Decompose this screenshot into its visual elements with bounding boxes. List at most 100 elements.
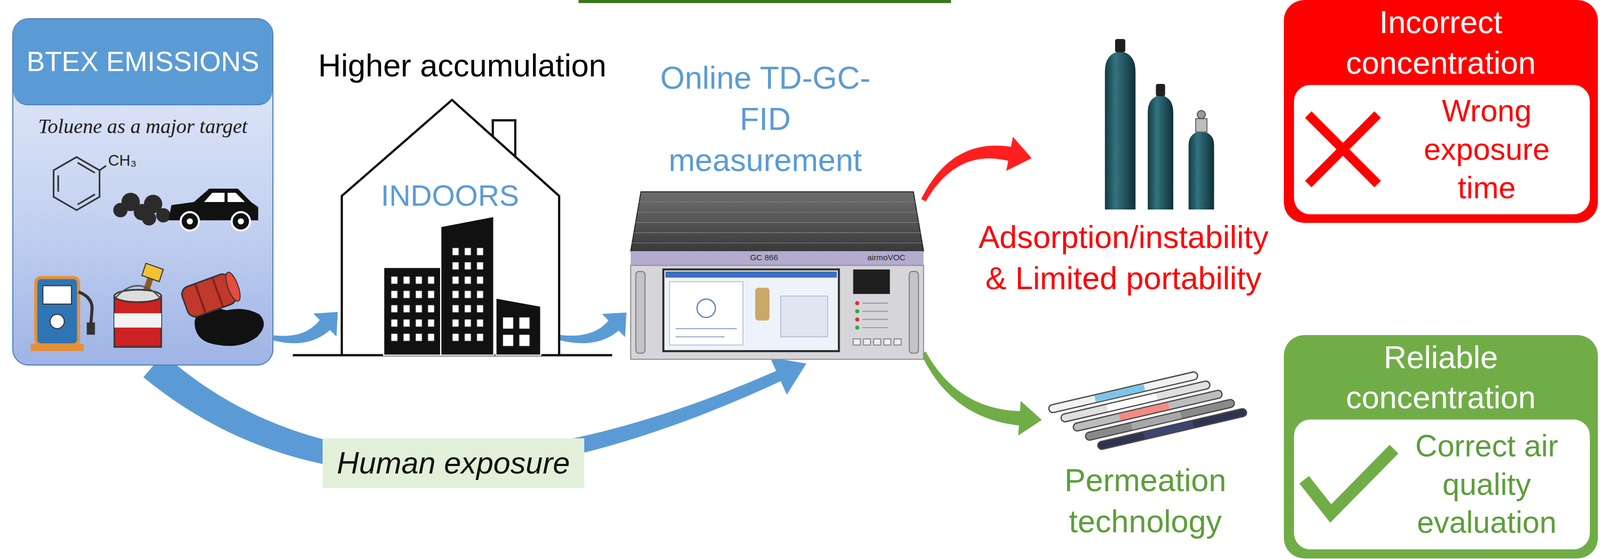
gc-instrument-illustration [669,281,743,345]
city-buildings [440,216,494,356]
city-buildings [388,273,438,345]
toluene-structure [53,157,100,210]
gas-cylinders-illustration [1104,51,1136,210]
gc-instrument-illustration [665,271,837,278]
house-node: Higher accumulationINDOORS [341,99,560,356]
car-icon [180,212,199,231]
fuel-pump-icon [78,291,92,325]
gas-cylinders-illustration [1195,118,1207,132]
node-caption: Permeation technology [1040,459,1251,542]
tube-bodies [1089,403,1231,436]
toluene-structure [99,165,106,171]
gc-instrument-illustration [855,309,860,314]
reliable-panel: Reliable concentration Correct air quali… [1283,334,1599,559]
paint-can-icon [115,285,161,298]
tube-membranes [1119,405,1170,417]
tube-membranes [1107,396,1157,408]
gas-cylinders-illustration [1115,38,1126,53]
fuel-pump-icon [30,343,84,351]
node-illustration [341,99,560,356]
panel-heading: Reliable concentration [1303,336,1579,419]
gc-instrument-illustration [631,201,923,243]
label-holder: airmoVOC [867,253,906,263]
fuel-pump-icon [42,285,72,304]
text-holder: Reliable concentration [1283,334,1599,418]
smoke-icon [155,208,171,223]
oil-barrel-icon [179,269,264,346]
label-holder: GC 866 [749,253,779,263]
gas-cylinders-illustration [1104,38,1214,210]
toluene-structure [57,175,59,192]
gc-instrument-illustration [675,328,737,337]
node-illustration [1035,38,1225,210]
gc-instrument-illustration [908,271,919,354]
result-text: Correct air quality evaluation [1399,426,1574,542]
tube-outlines [1089,403,1231,436]
house-illustration [292,99,613,356]
smoke-icon [133,204,151,221]
cross-mark [1308,114,1378,184]
tube-outlines [1053,375,1195,409]
node-heading: Higher accumulation [288,44,637,86]
incorrect-panel: Incorrect concentration Wrong exposure t… [1283,0,1599,223]
emission-sources-box: BTEX EMISSIONSToluene as a major target [12,18,274,366]
text-holder: Toluene as a major target [13,105,273,140]
gc-instrument-illustration [663,269,839,351]
gc-instrument-illustration [630,191,924,252]
car-icon [204,192,225,202]
gc-instrument-illustration [855,317,860,322]
tube-outlines [1077,394,1219,427]
text-holder: Higher accumulation [288,44,637,86]
paint-can-icon [114,312,162,328]
chemical-formula: CH₃ [108,152,137,170]
gc-instrument-illustration [855,325,860,330]
gas-cylinders-illustration [1156,83,1166,97]
header-bar: BTEX EMISSIONS [13,19,273,106]
gc-instrument-illustration [635,271,645,354]
gas-cylinders-illustration [1197,110,1206,119]
tube-bodies [1053,375,1243,445]
oil-barrel-icon [194,308,264,347]
tube-outlines [1065,384,1207,418]
paint-can-icon [114,295,162,348]
gc-instrument-node: Online TD-GC-FID measurement [630,191,924,359]
smoke-icon [143,194,162,214]
smoke-icon [113,202,128,218]
gas-cylinders-node: Adsorption/instability & Limited portabi… [1035,38,1225,210]
fuel-pump-icon [30,277,95,351]
tube-bodies [1053,375,1195,409]
city-buildings [499,314,533,349]
text-holder: Online TD-GC-FID measurement [653,57,878,181]
top-rule [578,0,951,4]
tube-outlines [1102,412,1244,445]
node-label: INDOORS [377,179,523,213]
tube-membranes [1132,414,1182,426]
toluene-structure [53,157,106,210]
city-buildings [450,245,488,345]
car-icon [237,218,244,225]
emission-icons [30,157,264,351]
text-holder: Wrong exposure time [1399,91,1574,207]
node-caption: Adsorption/instability & Limited portabi… [964,216,1283,299]
correct-evaluation-box: Correct air quality evaluation [1293,419,1590,549]
city-buildings [383,216,541,356]
smoke-icon [113,192,171,226]
fuel-pump-icon [49,314,65,329]
wrong-exposure-box: Wrong exposure time [1293,84,1590,215]
permeation-tubes-illustration [1053,375,1243,445]
paint-can-icon [141,263,163,282]
edge-label: Human exposure [322,437,585,489]
paint-can-icon [114,289,162,302]
city-buildings [496,297,541,356]
gc-instrument-illustration [883,338,891,345]
tube-bodies [1102,412,1244,445]
car-icon [168,188,258,231]
gc-instrument-illustration [630,251,924,266]
text-holder: Permeation technology [1040,459,1251,542]
flow-arrow [272,311,338,344]
oil-barrel-icon [194,283,206,314]
node-illustration [1045,369,1245,454]
node-heading: Online TD-GC-FID measurement [653,57,878,181]
gas-cylinders-illustration [1148,95,1174,210]
